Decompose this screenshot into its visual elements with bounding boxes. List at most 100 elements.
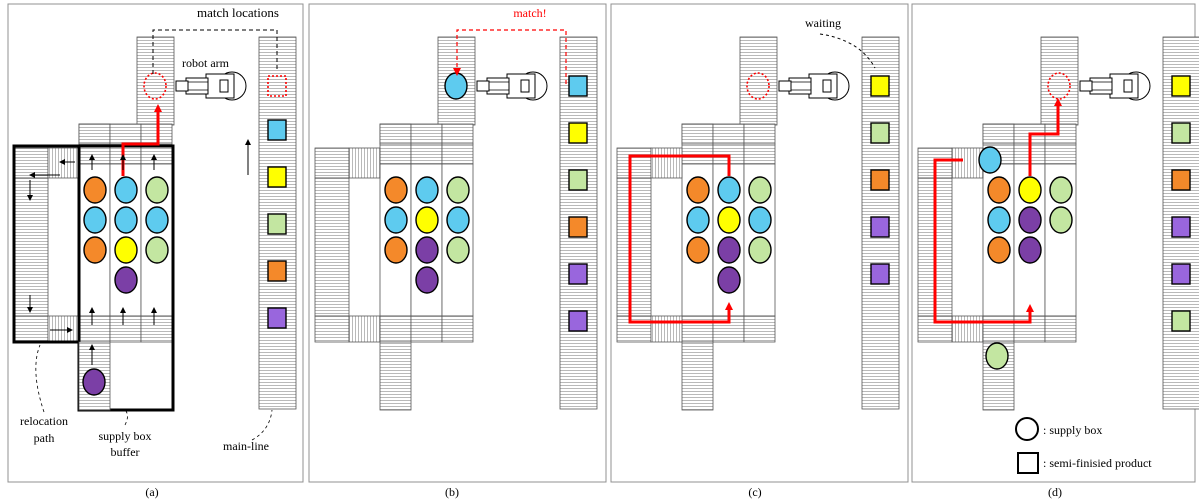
semi-finished-product	[267, 260, 287, 282]
supply-box	[686, 236, 710, 264]
supply-box	[446, 176, 470, 204]
main-line-leader	[251, 409, 273, 441]
legend-circle-icon	[1015, 417, 1039, 441]
supply-box	[415, 176, 439, 204]
buffer-top-cell	[712, 123, 745, 145]
supply-box	[446, 206, 470, 234]
supply-box	[748, 206, 772, 234]
relocation-path-frame	[12, 144, 81, 344]
semi-finished-product	[870, 75, 890, 97]
semi-finished-product	[1171, 263, 1191, 285]
supply-box	[446, 236, 470, 264]
buffer-lane-cell	[379, 143, 412, 165]
buffer-top-cell	[379, 123, 412, 145]
semi-finished-product	[1171, 75, 1191, 97]
panel-frame-b	[308, 3, 607, 483]
buffer-top-cell	[441, 123, 474, 145]
red-path-c	[628, 154, 733, 324]
relocation-bottom-link	[348, 315, 381, 343]
buffer-lane-cell	[410, 143, 443, 165]
buffer-lane-cell	[681, 143, 714, 165]
semi-finished-product	[1171, 216, 1191, 238]
supply-box	[114, 266, 138, 294]
buffer-leader	[124, 409, 128, 426]
buffer-lane-cell	[1044, 143, 1077, 165]
legend-semi-finished: : semi-finisied product	[1043, 456, 1152, 470]
panel-caption-c: (c)	[748, 485, 761, 499]
semi-finished-product	[568, 310, 588, 332]
supply-box	[415, 236, 439, 264]
robot-arm	[1079, 71, 1151, 101]
semi-finished-product	[568, 263, 588, 285]
supply-box	[717, 206, 741, 234]
semi-finished-product	[568, 122, 588, 144]
supply-box	[83, 176, 107, 204]
robot-joint	[520, 79, 530, 93]
semi-finished-product	[870, 122, 890, 144]
relocation-top-link	[348, 147, 381, 179]
supply-box	[384, 236, 408, 264]
match-slot-empty	[1047, 72, 1071, 100]
buffer-bottom-cell	[410, 315, 443, 343]
semi-finished-product	[870, 263, 890, 285]
supply-box-relocating	[978, 146, 1002, 174]
red-path-d2	[1028, 98, 1062, 176]
buffer-top-cell	[743, 123, 776, 145]
supply-box-input	[985, 342, 1009, 370]
panel-caption-a: (a)	[145, 485, 158, 499]
label-supply-box-buffer-1: supply box	[98, 429, 151, 443]
supply-box	[1049, 206, 1073, 234]
buffer-lane-cell	[743, 143, 776, 165]
semi-finished-product	[870, 169, 890, 191]
label-main-line: main-line	[223, 439, 269, 453]
semi-finished-product	[568, 75, 588, 97]
supply-box	[1018, 236, 1042, 264]
waiting-leader	[819, 33, 876, 69]
buffer-bottom-cell	[379, 315, 412, 343]
semi-finished-product	[568, 169, 588, 191]
buffer-top-cell	[78, 123, 111, 145]
vertical-conveyor	[136, 36, 175, 126]
supply-box	[748, 236, 772, 264]
label-waiting: waiting	[805, 16, 841, 30]
legend-supply-box: : supply box	[1043, 423, 1102, 437]
robot-arm	[175, 71, 247, 101]
supply-box	[717, 266, 741, 294]
buffer-bottom-cell	[78, 315, 111, 343]
robot-gripper	[778, 80, 792, 92]
robot-joint	[1123, 79, 1133, 93]
supply-box	[145, 206, 169, 234]
supply-box	[717, 176, 741, 204]
buffer-top-cell	[681, 123, 714, 145]
robot-joint	[822, 79, 832, 93]
semi-finished-product	[267, 166, 287, 188]
supply-box	[987, 236, 1011, 264]
semi-finished-product	[870, 216, 890, 238]
buffer-bottom-cell	[140, 315, 173, 343]
supply-box	[145, 236, 169, 264]
buffer-bottom-cell	[441, 315, 474, 343]
panel-frame-c	[610, 3, 909, 483]
match-slot-empty	[143, 72, 167, 100]
label-supply-box-buffer-2: buffer	[110, 445, 139, 459]
input-lane	[681, 341, 714, 411]
relocation-bottom	[13, 315, 49, 343]
semi-finished-product	[1171, 310, 1191, 332]
supply-box	[686, 206, 710, 234]
supply-box-input	[82, 368, 106, 396]
relocation-vertical	[13, 177, 49, 317]
panel-caption-d: (d)	[1048, 485, 1062, 499]
vertical-conveyor	[739, 36, 778, 126]
supply-box	[415, 266, 439, 294]
label-robot-arm: robot arm	[182, 56, 230, 70]
supply-box	[987, 206, 1011, 234]
supply-box	[717, 236, 741, 264]
relocation-vertical	[314, 177, 350, 317]
semi-finished-product	[1171, 122, 1191, 144]
robot-forearm	[1089, 77, 1113, 95]
relocation-bottom	[616, 315, 652, 343]
semi-finished-product	[267, 307, 287, 329]
supply-box	[1018, 206, 1042, 234]
label-relocation-path-2: path	[34, 431, 55, 445]
